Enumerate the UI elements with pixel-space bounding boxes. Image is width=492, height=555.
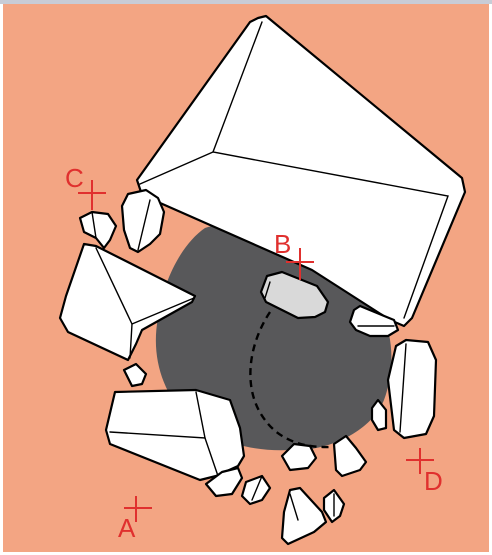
marker-c-label: C <box>65 163 84 193</box>
marker-a-label: A <box>118 513 136 543</box>
top-border <box>0 0 492 4</box>
marker-b-label: B <box>274 229 291 259</box>
rock-right-tall <box>388 340 436 438</box>
marker-d-label: D <box>424 466 443 496</box>
